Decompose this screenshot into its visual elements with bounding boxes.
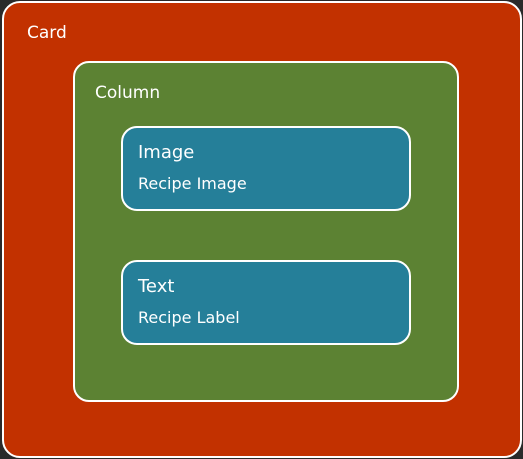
text-node-type: Text [138,276,175,297]
text-node: Text Recipe Label [121,260,411,345]
text-node-name: Recipe Label [138,308,240,327]
card-label: Card [27,23,67,43]
image-node-name: Recipe Image [138,174,247,193]
image-node-type: Image [138,142,195,163]
column-node: Column Image Recipe Image Text Recipe La… [73,61,459,402]
image-node: Image Recipe Image [121,126,411,211]
column-label: Column [95,83,161,103]
